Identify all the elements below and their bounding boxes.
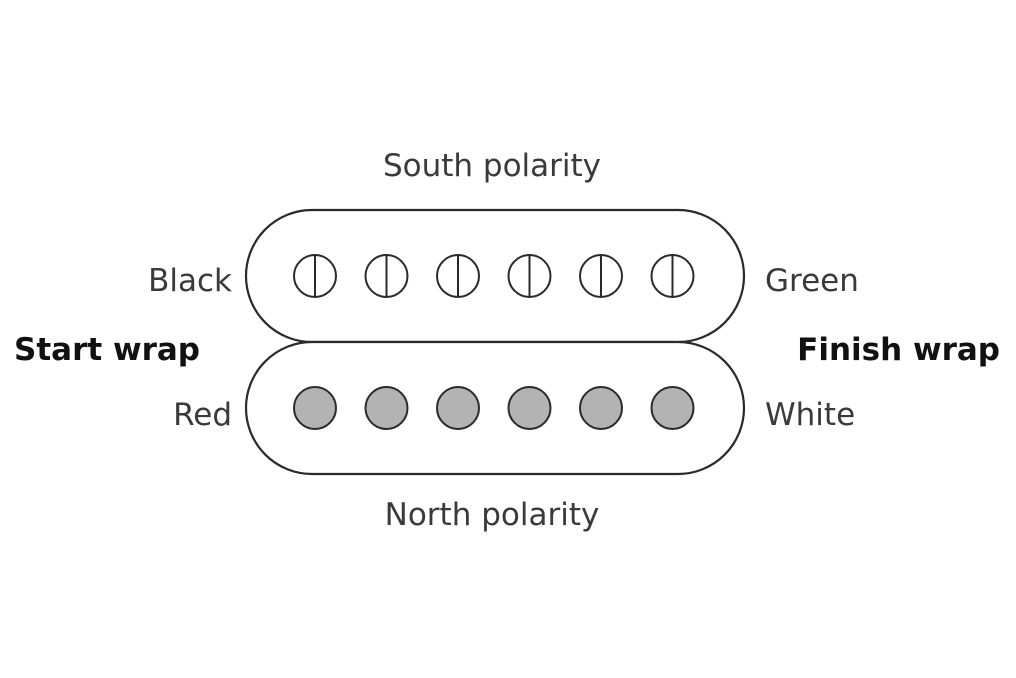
north-pole-piece	[364, 386, 409, 430]
north-pole-piece	[436, 386, 480, 430]
north-polarity-label: North polarity	[385, 497, 600, 533]
finish-wrap-label: Finish wrap	[797, 332, 1000, 368]
south-pole-piece	[293, 254, 337, 298]
north-pole-piece	[507, 386, 552, 430]
red-wire-label: Red	[173, 397, 232, 433]
white-wire-label: White	[765, 397, 855, 433]
start-wrap-label: Start wrap	[14, 332, 200, 368]
north-coil	[244, 340, 746, 476]
south-polarity-label: South polarity	[383, 148, 601, 184]
south-pole-group	[293, 254, 695, 298]
south-pole-piece	[364, 254, 409, 298]
south-pole-piece	[650, 254, 695, 298]
south-pole-piece	[579, 254, 623, 298]
south-pole-piece	[436, 254, 480, 298]
black-wire-label: Black	[148, 263, 232, 299]
north-pole-group	[293, 386, 695, 430]
green-wire-label: Green	[765, 263, 859, 299]
north-pole-piece	[293, 386, 337, 430]
north-pole-piece	[579, 386, 623, 430]
south-pole-piece	[507, 254, 552, 298]
north-pole-piece	[650, 386, 695, 430]
